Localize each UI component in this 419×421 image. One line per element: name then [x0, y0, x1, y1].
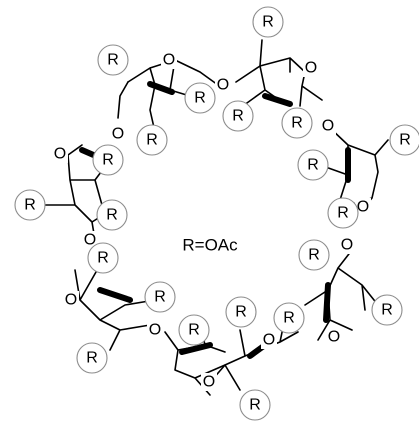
oxygen-label: O [322, 118, 334, 135]
r-group: R [252, 6, 284, 38]
r-group: R [371, 294, 403, 326]
svg-text:R: R [232, 108, 244, 125]
r-group: R [87, 242, 119, 274]
r-group: R [281, 107, 313, 139]
r-group: R [389, 124, 419, 156]
oxygen-label: O [203, 374, 215, 391]
r-group: R [144, 281, 176, 313]
oxygen-label: O [84, 232, 96, 249]
r-group: R [222, 100, 254, 132]
oxygen-label: O [54, 146, 66, 163]
svg-text:R: R [399, 132, 411, 149]
svg-text:R: R [107, 52, 119, 69]
svg-text:R: R [307, 157, 319, 174]
svg-text:R: R [308, 247, 320, 264]
oxygen-label: O [149, 322, 161, 339]
svg-text:R: R [188, 322, 200, 339]
center-label: R=OAc [182, 236, 238, 255]
svg-text:R: R [291, 115, 303, 132]
r-group: R [239, 389, 271, 421]
r-group: R [97, 44, 129, 76]
svg-text:R: R [249, 397, 261, 414]
r-group: R [76, 342, 108, 374]
oxygen-label: O [163, 52, 175, 69]
r-group: R [92, 144, 124, 176]
oxygen-label: O [263, 332, 275, 349]
svg-text:R: R [381, 302, 393, 319]
oxygen-label: O [341, 237, 353, 254]
oxygen-label: O [65, 292, 77, 309]
svg-text:R: R [283, 310, 295, 327]
oxygen-atoms: O O O O O O O O O O O O O O [52, 51, 371, 391]
r-group: R [14, 189, 46, 221]
svg-text:R: R [86, 350, 98, 367]
r-group: R [297, 149, 329, 181]
oxygen-label: O [112, 126, 124, 143]
r-group: R [298, 239, 330, 271]
svg-text:R: R [154, 289, 166, 306]
svg-text:R: R [102, 152, 114, 169]
oxygen-label: O [217, 77, 229, 94]
r-groups: R R R R R R R R R R R R R R R R R R R R … [14, 6, 419, 421]
svg-text:R: R [262, 14, 274, 31]
r-group: R [273, 302, 305, 334]
svg-text:R: R [97, 250, 109, 267]
r-group: R [136, 124, 168, 156]
r-group: R [184, 82, 216, 114]
svg-text:R: R [24, 197, 36, 214]
oxygen-label: O [305, 60, 317, 77]
svg-text:R: R [106, 207, 118, 224]
oxygen-label: O [357, 199, 369, 216]
svg-text:R: R [146, 132, 158, 149]
r-group: R [178, 314, 210, 346]
svg-text:R: R [235, 304, 247, 321]
svg-text:R: R [337, 205, 349, 222]
svg-text:R: R [194, 90, 206, 107]
r-group: R [96, 199, 128, 231]
r-group: R [327, 197, 359, 229]
r-group: R [225, 296, 257, 328]
oxygen-label: O [328, 329, 340, 346]
